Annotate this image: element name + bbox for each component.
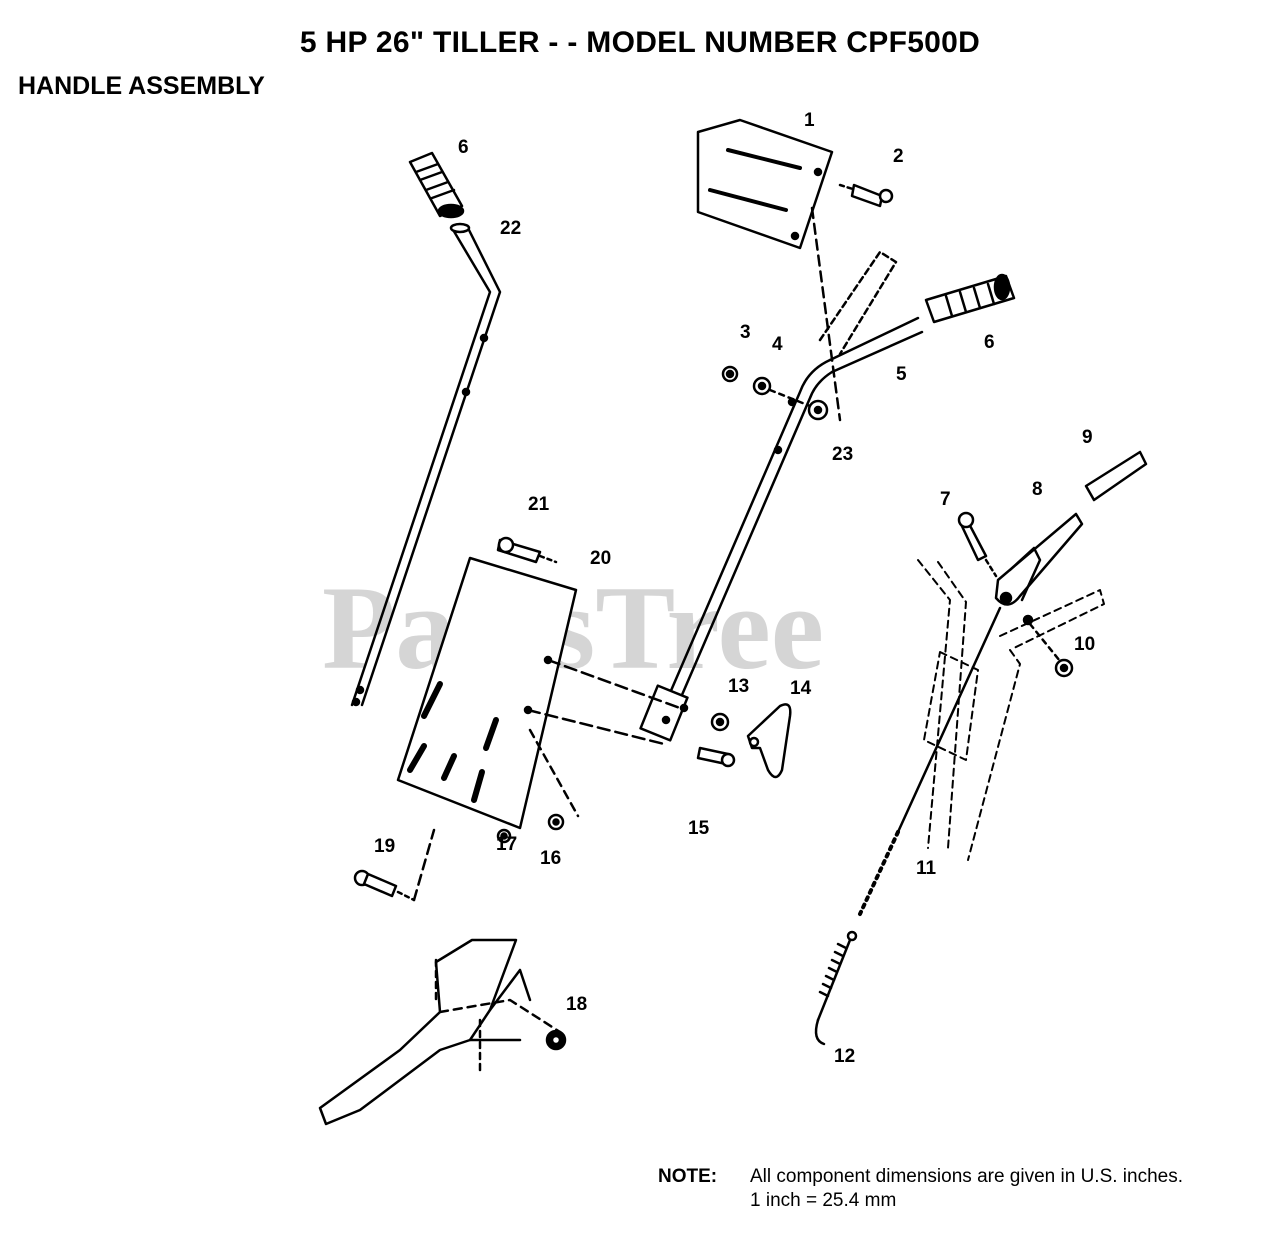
callout-7: 7 — [940, 489, 951, 510]
callout-2: 2 — [893, 146, 904, 167]
bolt-19 — [353, 828, 436, 902]
callout-4: 4 — [772, 334, 783, 355]
handle-outline-dashed — [917, 559, 1105, 861]
callout-23: 23 — [832, 444, 853, 465]
callout-21: 21 — [528, 494, 550, 515]
callout-6-right: 6 — [984, 332, 995, 353]
bolt-15 — [696, 746, 736, 768]
lever-8 — [994, 512, 1084, 626]
cable-11 — [858, 606, 1002, 916]
callout-1: 1 — [804, 110, 815, 131]
callout-10: 10 — [1074, 634, 1095, 655]
washer-4 — [752, 376, 772, 396]
callout-15: 15 — [688, 818, 710, 839]
grip-right — [924, 273, 1016, 324]
note-line-1: All component dimensions are given in U.… — [750, 1166, 1184, 1187]
nut-3 — [721, 365, 739, 383]
right-handle-tube — [639, 250, 924, 742]
leader-4 — [768, 388, 812, 408]
callout-16: 16 — [540, 848, 561, 869]
callout-18: 18 — [566, 994, 587, 1015]
callout-8: 8 — [1032, 479, 1043, 500]
bracket-plate — [396, 556, 682, 830]
callout-12: 12 — [834, 1046, 855, 1067]
callout-11: 11 — [916, 858, 937, 879]
section-title: HANDLE ASSEMBLY — [18, 72, 265, 100]
callout-5: 5 — [896, 364, 907, 385]
washer-16 — [547, 813, 565, 831]
grip-left — [408, 151, 465, 219]
callout-9: 9 — [1082, 427, 1093, 448]
bolt-7 — [957, 511, 998, 578]
bolt-21 — [496, 536, 558, 564]
tiller-frame — [318, 938, 567, 1126]
left-handle-tube — [350, 222, 502, 707]
dimension-note: NOTE: All component dimensions are given … — [658, 1166, 1184, 1211]
callout-19: 19 — [374, 836, 395, 857]
callout-14: 14 — [790, 678, 812, 699]
callout-3: 3 — [740, 322, 751, 343]
note-label: NOTE: — [658, 1166, 718, 1187]
callout-6-left: 6 — [458, 137, 469, 158]
washer-13 — [710, 712, 730, 732]
nut-17 — [496, 828, 512, 844]
callout-20: 20 — [590, 548, 611, 569]
page-title: 5 HP 26" TILLER - - MODEL NUMBER CPF500D — [299, 26, 981, 59]
nut-10 — [1028, 622, 1074, 678]
leader-1 — [810, 206, 842, 422]
knob-14 — [746, 703, 792, 779]
callout-13: 13 — [728, 676, 749, 697]
washer-23 — [807, 399, 829, 421]
note-line-2: 1 inch = 25.4 mm — [750, 1190, 897, 1211]
control-panel — [696, 118, 834, 250]
watermark: PartsTree — [322, 561, 824, 694]
callout-22: 22 — [500, 218, 521, 239]
bolt-2 — [838, 183, 894, 208]
grip-9 — [1084, 450, 1148, 502]
spring-12 — [814, 930, 858, 1046]
callout-17: 17 — [496, 834, 517, 855]
